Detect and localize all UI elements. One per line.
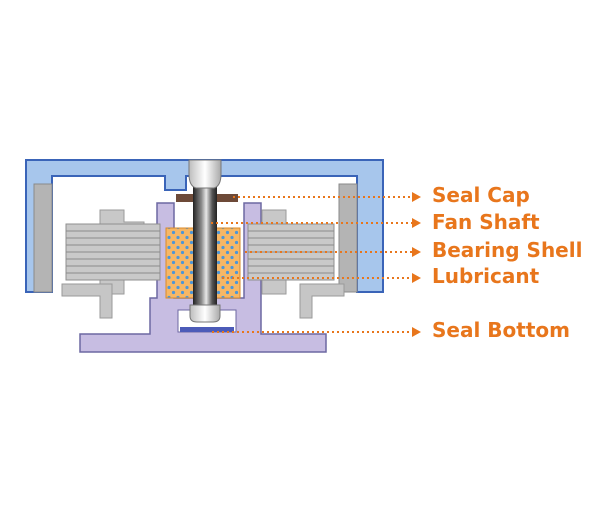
magnet-ring-right — [338, 183, 358, 293]
arrowhead-fan-shaft — [412, 218, 421, 228]
label-seal-bottom: Seal Bottom — [432, 318, 570, 342]
label-fan-shaft: Fan Shaft — [432, 210, 540, 234]
magnet-ring-left — [33, 183, 53, 293]
leader-lines — [211, 196, 412, 333]
stator-coil-left — [61, 209, 161, 319]
arrowhead-seal-cap — [412, 192, 421, 202]
arrowhead-bearing-shell — [412, 247, 421, 257]
stator-coil-right — [247, 209, 345, 319]
arrowhead-seal-bottom — [412, 327, 421, 337]
leader-arrowheads — [412, 192, 421, 337]
label-bearing-shell: Bearing Shell — [432, 238, 583, 262]
arrowhead-lubricant — [412, 273, 421, 283]
label-lubricant: Lubricant — [432, 264, 540, 288]
fan-shaft — [188, 159, 222, 323]
label-seal-cap: Seal Cap — [432, 183, 530, 207]
